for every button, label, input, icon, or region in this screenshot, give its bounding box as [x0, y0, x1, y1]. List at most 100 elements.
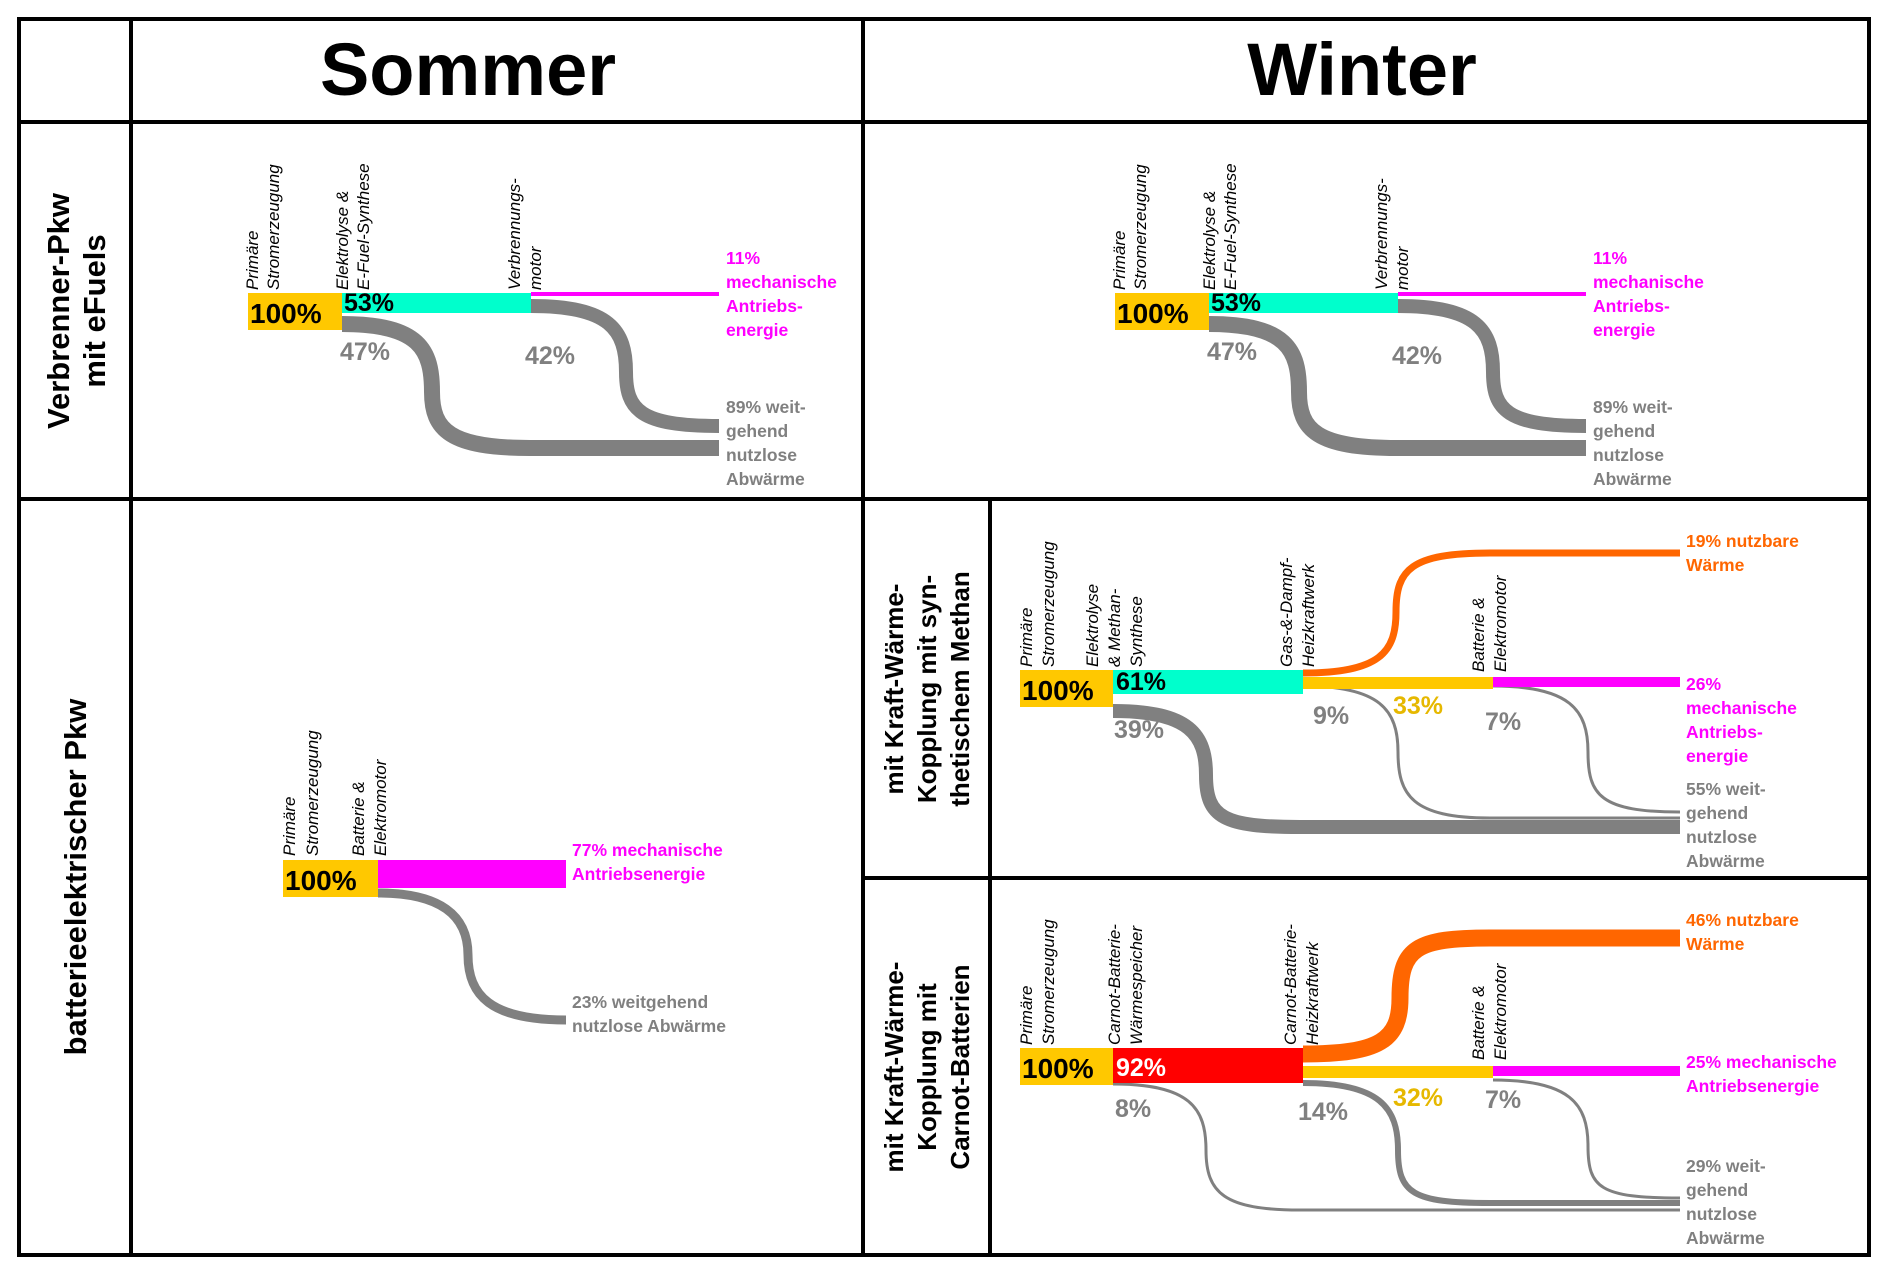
stage-label: motor — [1393, 245, 1412, 290]
stage-label: Carnot-Batterie- — [1281, 924, 1300, 1045]
stage-label: Verbrennungs- — [1372, 178, 1391, 290]
subrow-label-line: Kopplung mit — [912, 983, 942, 1151]
output-line: Wärme — [1686, 934, 1745, 954]
output-mechanical: 11% mechanische Antriebs- energie — [1593, 248, 1704, 340]
output-line: 26% — [1686, 674, 1721, 694]
stage-label: Heizkraftwerk — [1303, 941, 1322, 1045]
panel-chp-carnot-winter: Primäre Stromerzeugung Carnot-Batterie- … — [1017, 910, 1837, 1248]
subrow-label-chp-carnot: mit Kraft-Wärme- Kopplung mit Carnot-Bat… — [879, 962, 975, 1173]
stage-label: Elektromotor — [371, 758, 390, 856]
table-grid — [17, 17, 1871, 1257]
panel-chp-methane-winter: Primäre Stromerzeugung Elektrolyse & Met… — [1017, 531, 1799, 871]
output-line: energie — [1686, 746, 1749, 766]
output-line: Abwärme — [1593, 469, 1672, 489]
value-methane: 61% — [1116, 668, 1166, 696]
flow-loss-engine — [530, 299, 720, 433]
stage-label: Primäre — [243, 230, 262, 290]
output-waste-heat: 23% weitgehend nutzlose Abwärme — [572, 992, 726, 1036]
stage-label: Verbrennungs- — [505, 178, 524, 290]
stage-label: Elektromotor — [1491, 574, 1510, 672]
value-loss-plant: 14% — [1298, 1098, 1348, 1126]
flow-loss-plant — [1302, 1080, 1680, 1206]
output-line: 25% mechanische — [1686, 1052, 1837, 1072]
flow-efuel — [342, 293, 531, 313]
output-line: gehend — [1686, 803, 1748, 823]
output-line: Abwärme — [1686, 851, 1765, 871]
value-electricity: 32% — [1393, 1084, 1443, 1112]
flow-loss-engine — [1397, 299, 1587, 433]
output-line: mechanische — [1686, 698, 1797, 718]
stage-label: Wärmespeicher — [1127, 925, 1146, 1045]
stage-label: Elektrolyse & — [1200, 191, 1219, 290]
output-line: 11% — [726, 248, 760, 268]
output-line: nutzlose — [1593, 445, 1664, 465]
value-efuel: 53% — [344, 289, 394, 317]
output-waste-heat: 89% weit- gehend nutzlose Abwärme — [726, 397, 806, 489]
column-header-summer: Sommer — [320, 28, 616, 111]
column-header-winter: Winter — [1247, 28, 1477, 111]
flow-mechanical — [1493, 677, 1680, 687]
row-label-line: batterieelektrischer Pkw — [58, 698, 93, 1056]
flow-loss-electrolysis — [341, 316, 719, 456]
subrow-label-chp-methane: mit Kraft-Wärme- Kopplung mit syn- theti… — [879, 571, 975, 807]
value-loss-motor: 7% — [1485, 1086, 1521, 1114]
value-primary: 100% — [285, 865, 357, 896]
value-electricity: 33% — [1393, 692, 1443, 720]
stage-label: & Methan- — [1105, 588, 1124, 667]
outer-border — [17, 17, 1871, 1257]
row-label-line: mit eFuels — [77, 234, 112, 387]
value-loss-storage: 8% — [1115, 1095, 1151, 1123]
output-line: Wärme — [1686, 555, 1745, 575]
stage-label: E-Fuel-Synthese — [354, 163, 373, 290]
value-efuel: 53% — [1211, 289, 1261, 317]
row-label-combustion: Verbrenner-Pkw mit eFuels — [41, 192, 112, 429]
stage-label: Stromerzeugung — [1039, 919, 1058, 1045]
flow-mechanical — [378, 860, 566, 888]
output-line: Antriebs- — [726, 296, 803, 316]
output-mechanical: 77% mechanische Antriebsenergie — [572, 840, 723, 884]
output-line: nutzlose — [1686, 1204, 1757, 1224]
flow-efuel — [1209, 293, 1398, 313]
output-line: nutzlose — [1686, 827, 1757, 847]
subrow-label-line: mit Kraft-Wärme- — [879, 962, 909, 1173]
stage-label: Stromerzeugung — [1039, 541, 1058, 667]
output-line: Antriebsenergie — [572, 864, 705, 884]
output-line: energie — [1593, 320, 1656, 340]
output-waste-heat: 89% weit- gehend nutzlose Abwärme — [1593, 397, 1673, 489]
output-line: 89% weit- — [726, 397, 806, 417]
row-label-battery: batterieelektrischer Pkw — [58, 698, 93, 1056]
output-line: 77% mechanische — [572, 840, 723, 860]
stage-label: Batterie & — [1469, 985, 1488, 1060]
stage-label: Primäre — [1017, 985, 1036, 1045]
stage-label: Synthese — [1127, 596, 1146, 667]
stage-label: Gas-&-Dampf- — [1277, 557, 1296, 667]
flow-useful-heat — [1302, 549, 1680, 677]
stage-label: Primäre — [1110, 230, 1129, 290]
output-line: Abwärme — [726, 469, 805, 489]
output-line: 19% nutzbare — [1686, 531, 1799, 551]
stage-label: Heizkraftwerk — [1299, 563, 1318, 667]
value-loss-electrolysis: 39% — [1114, 716, 1164, 744]
output-useful-heat: 19% nutzbare Wärme — [1686, 531, 1799, 575]
row-label-line: Verbrenner-Pkw — [41, 192, 76, 429]
output-line: Abwärme — [1686, 1228, 1765, 1248]
stage-label: Stromerzeugung — [303, 730, 322, 856]
panel-battery-summer: Primäre Stromerzeugung Batterie & Elektr… — [280, 730, 726, 1036]
stage-label: Carnot-Batterie- — [1105, 924, 1124, 1045]
output-waste-heat: 29% weit- gehend nutzlose Abwärme — [1686, 1156, 1766, 1248]
node-primary-generation — [248, 293, 342, 330]
output-waste-heat: 55% weit- gehend nutzlose Abwärme — [1686, 779, 1766, 871]
flow-useful-heat — [1302, 929, 1680, 1063]
stage-label: motor — [526, 245, 545, 290]
panel-combustion-winter: Primäre Stromerzeugung Elektrolyse & E-F… — [1110, 163, 1704, 489]
flow-loss-motor — [1492, 684, 1681, 814]
flow-loss-storage — [1112, 1082, 1680, 1212]
flow-carnot-storage — [1113, 1048, 1303, 1083]
stage-label: Primäre — [1017, 607, 1036, 667]
output-line: gehend — [1593, 421, 1655, 441]
value-primary: 100% — [1117, 298, 1189, 329]
output-line: 89% weit- — [1593, 397, 1673, 417]
output-line: 29% weit- — [1686, 1156, 1766, 1176]
stage-label: Batterie & — [349, 781, 368, 856]
